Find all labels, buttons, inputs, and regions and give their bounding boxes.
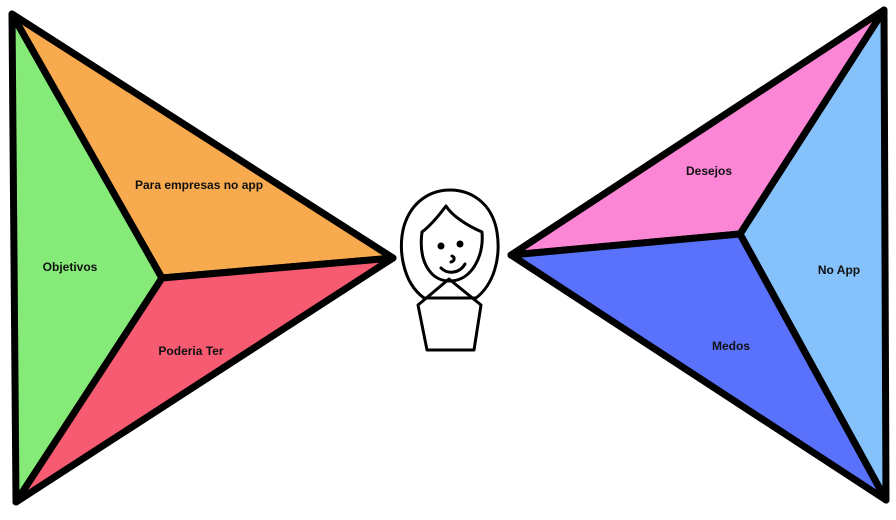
desejos-label: Desejos (686, 164, 732, 178)
right-eye (456, 240, 464, 248)
hair-outline (400, 188, 500, 300)
face-outline (419, 204, 484, 283)
poderia-ter-region (12, 254, 397, 506)
body (416, 277, 483, 352)
medos-region (507, 230, 890, 504)
right-wing: Desejos No App Medos (507, 6, 890, 504)
para-empresas-label: Para empresas no app (135, 178, 263, 192)
person-icon (400, 188, 500, 352)
objetivos-label: Objetivos (43, 260, 98, 274)
nose (449, 254, 456, 264)
medos-label: Medos (712, 339, 750, 353)
no-app-label: No App (818, 263, 860, 277)
left-wing: Objetivos Para empresas no app Poderia T… (8, 10, 397, 506)
left-eye (437, 242, 445, 250)
mouth (439, 262, 467, 274)
poderia-ter-label: Poderia Ter (158, 344, 223, 358)
